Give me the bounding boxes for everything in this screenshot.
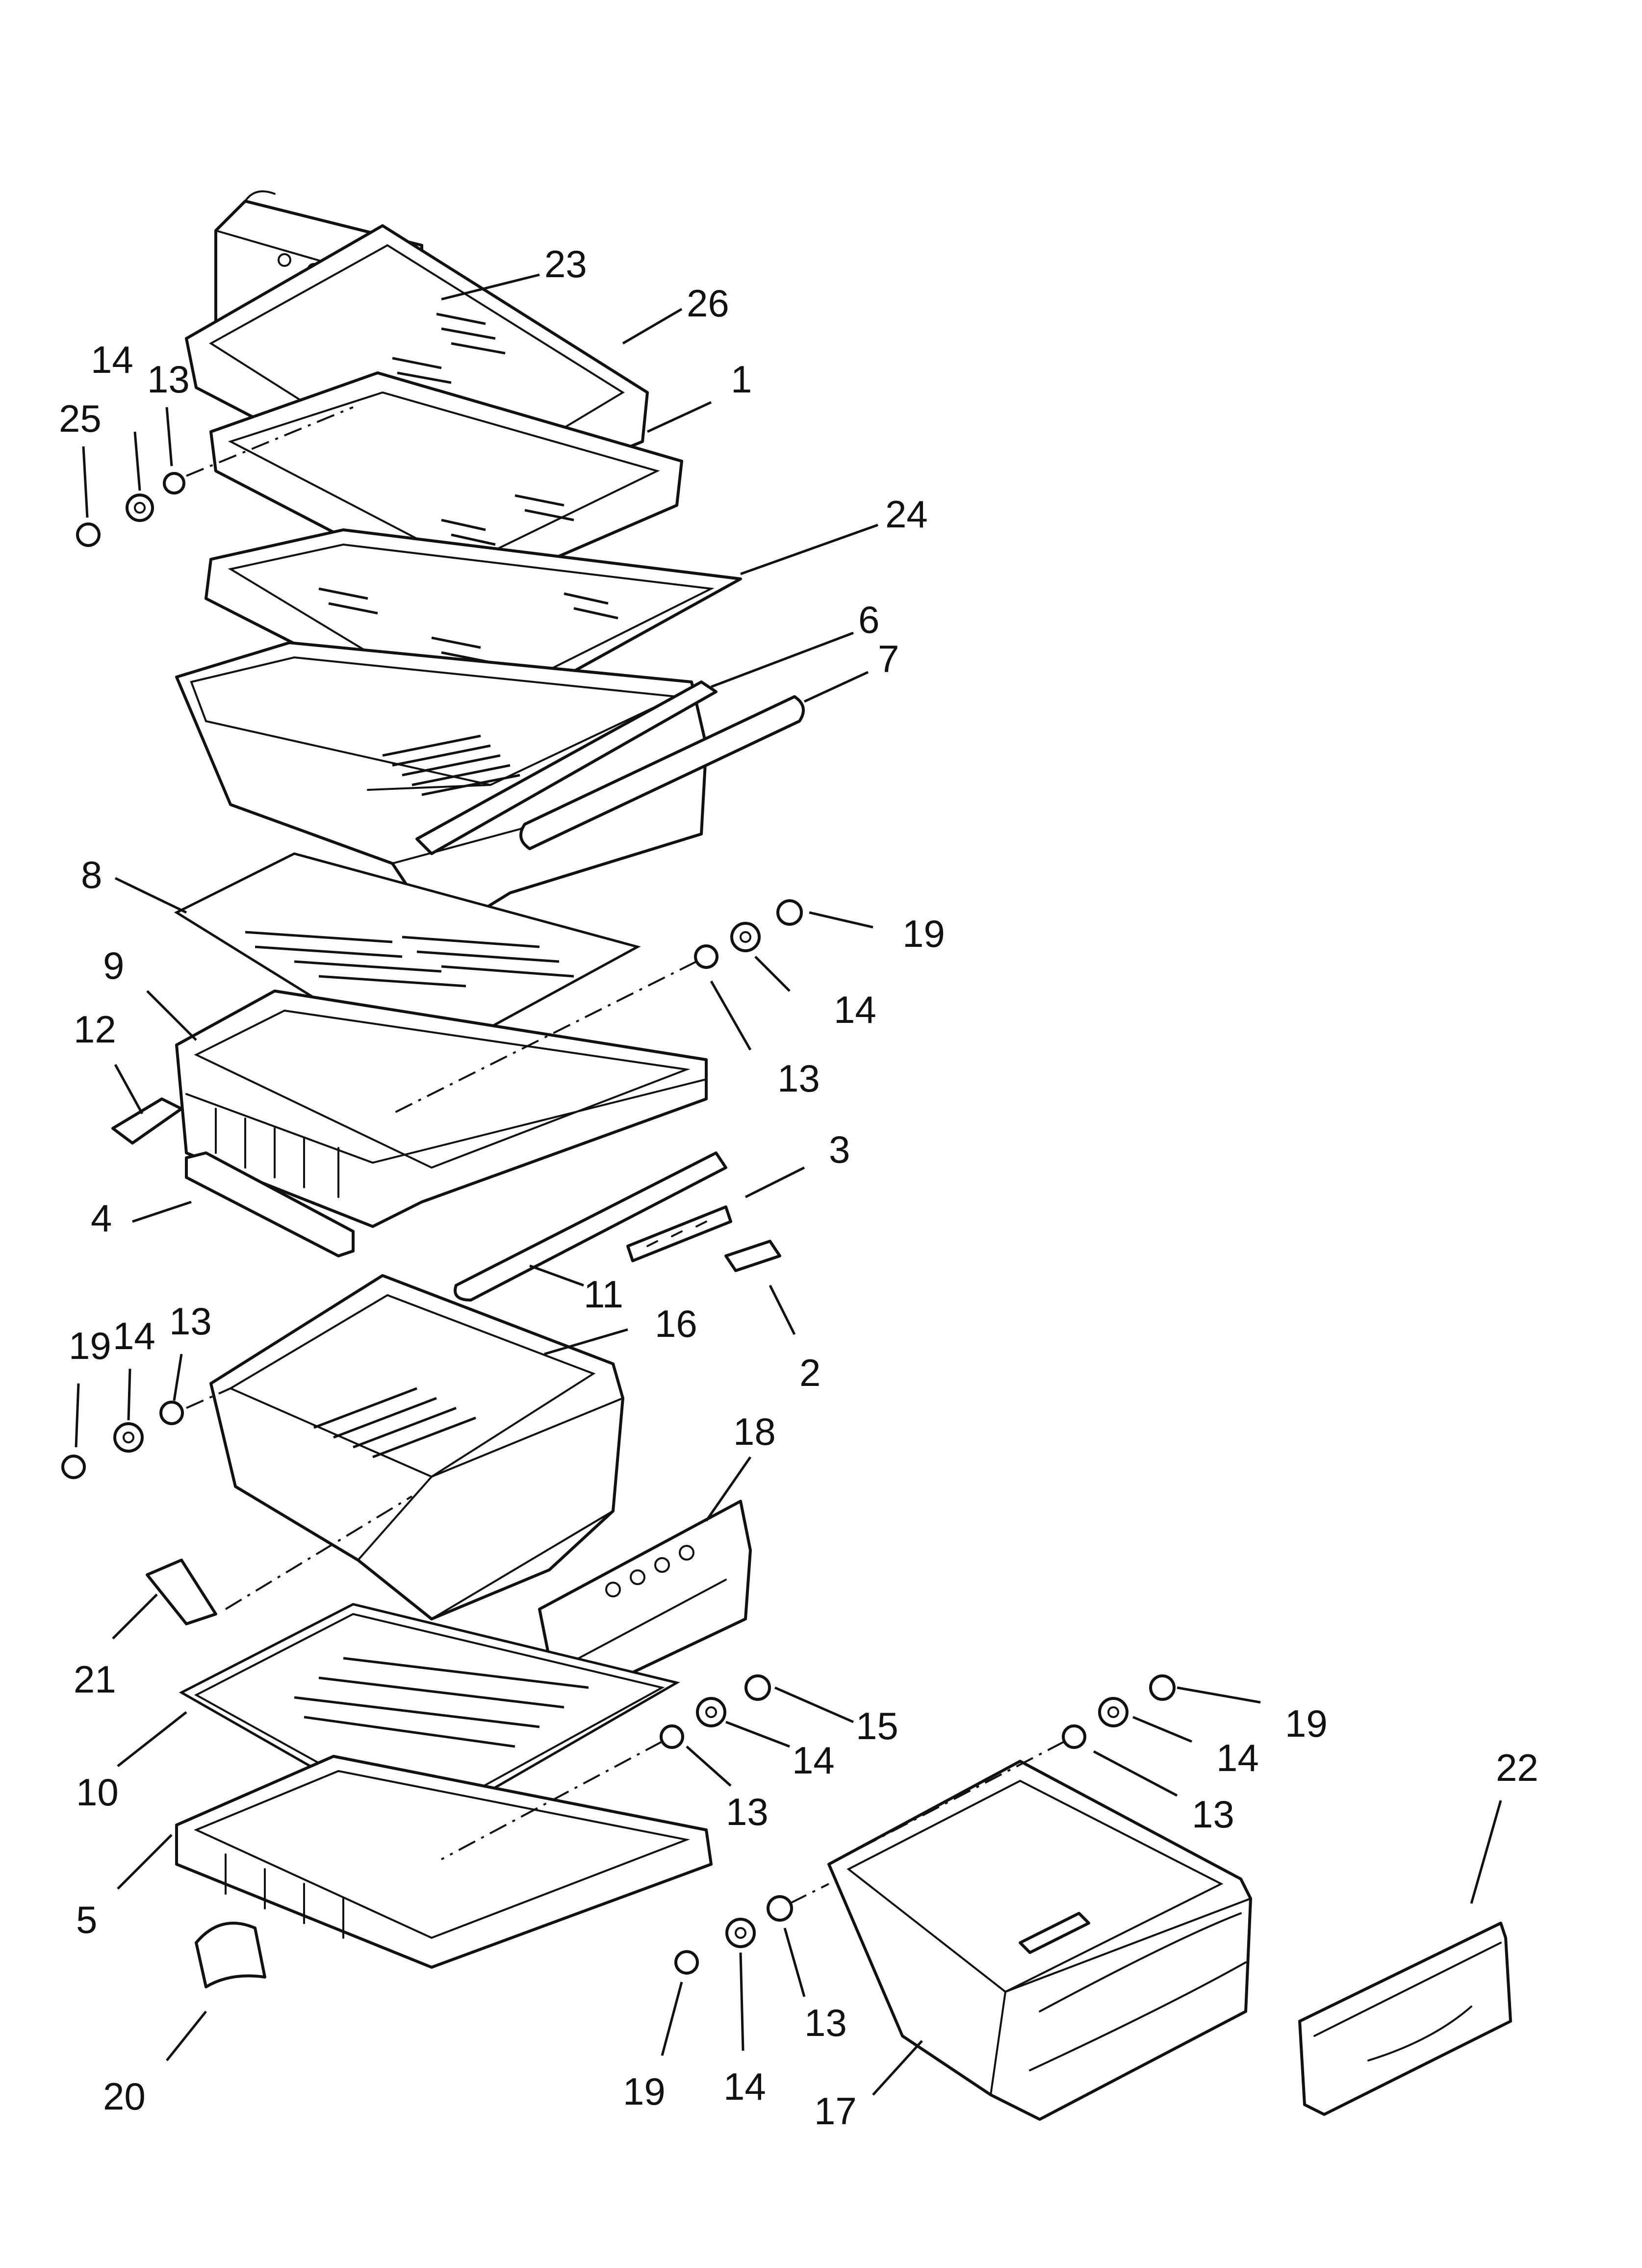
callout-1: 1 <box>731 358 752 401</box>
part-11-slide-rail-right <box>454 1151 727 1302</box>
callout-3: 3 <box>829 1128 850 1171</box>
hardware-group-upper-left <box>76 472 185 547</box>
part-3-bracket <box>626 1205 732 1262</box>
part-24-glass-shelf <box>205 528 742 732</box>
callout-13: 13 <box>777 1057 820 1100</box>
part-20-clip <box>195 1922 266 1988</box>
part-5-crisper-frame-lower <box>175 1755 713 1969</box>
alignment-lines <box>186 406 1065 1904</box>
callout-19: 19 <box>69 1324 111 1367</box>
callout-18: 18 <box>733 1410 776 1453</box>
callout-17: 17 <box>814 2089 857 2133</box>
callout-14: 14 <box>113 1314 155 1357</box>
hardware-group-right <box>1062 1674 1176 1749</box>
callout-14: 14 <box>792 1739 835 1782</box>
callout-13: 13 <box>1192 1793 1234 1836</box>
callout-13: 13 <box>726 1790 769 1833</box>
part-21-clip <box>146 1559 217 1625</box>
callout-16: 16 <box>655 1302 697 1345</box>
callout-5: 5 <box>76 1898 97 1941</box>
callout-21: 21 <box>74 1658 116 1701</box>
hardware-group-middle-right <box>660 1674 771 1749</box>
part-12-clip <box>111 1097 183 1145</box>
callout-19: 19 <box>1285 1702 1328 1745</box>
callout-labels: 23 26 1 24 6 7 14 13 25 8 19 14 13 9 12 … <box>59 242 1539 2133</box>
callout-13: 13 <box>804 2001 847 2044</box>
part-4-slide-rail-left <box>185 1151 355 1257</box>
part-7-handle-trim <box>519 695 805 850</box>
callout-20: 20 <box>103 2075 146 2118</box>
callout-23: 23 <box>544 242 587 286</box>
part-1-shelf-frame <box>209 371 683 600</box>
callout-26: 26 <box>687 282 729 325</box>
callout-2: 2 <box>799 1351 821 1394</box>
leader-lines <box>75 273 1502 2096</box>
callout-14: 14 <box>723 2065 766 2108</box>
callout-6: 6 <box>858 598 879 641</box>
callout-13: 13 <box>169 1300 212 1343</box>
callout-9: 9 <box>103 944 124 987</box>
part-17-drawer <box>827 1760 1252 2121</box>
part-2-clip <box>724 1240 781 1272</box>
hardware-group-lower <box>674 1895 793 1975</box>
part-22-drawer-front <box>1298 1922 1512 2116</box>
callout-12: 12 <box>74 1008 116 1051</box>
callout-8: 8 <box>81 853 102 896</box>
upper-crisper-drawer <box>175 641 718 934</box>
callout-19: 19 <box>902 912 945 955</box>
part-9-crisper-frame <box>175 990 708 1228</box>
callout-22: 22 <box>1496 1746 1539 1789</box>
callout-10: 10 <box>76 1771 119 1814</box>
callout-4: 4 <box>91 1197 112 1240</box>
callout-15: 15 <box>856 1704 898 1747</box>
hardware-group-middle-left <box>61 1401 184 1479</box>
part-16-crisper-pan <box>209 1274 624 1620</box>
callout-24: 24 <box>885 493 928 536</box>
callout-14: 14 <box>1216 1736 1259 1779</box>
callout-13: 13 <box>147 358 190 401</box>
callout-14: 14 <box>91 338 133 381</box>
callout-11: 11 <box>584 1273 623 1316</box>
callout-19: 19 <box>623 2070 666 2113</box>
callout-25: 25 <box>59 397 102 440</box>
hardware-group-upper-right <box>694 899 803 969</box>
callout-14: 14 <box>834 988 876 1031</box>
callout-7: 7 <box>878 637 899 680</box>
